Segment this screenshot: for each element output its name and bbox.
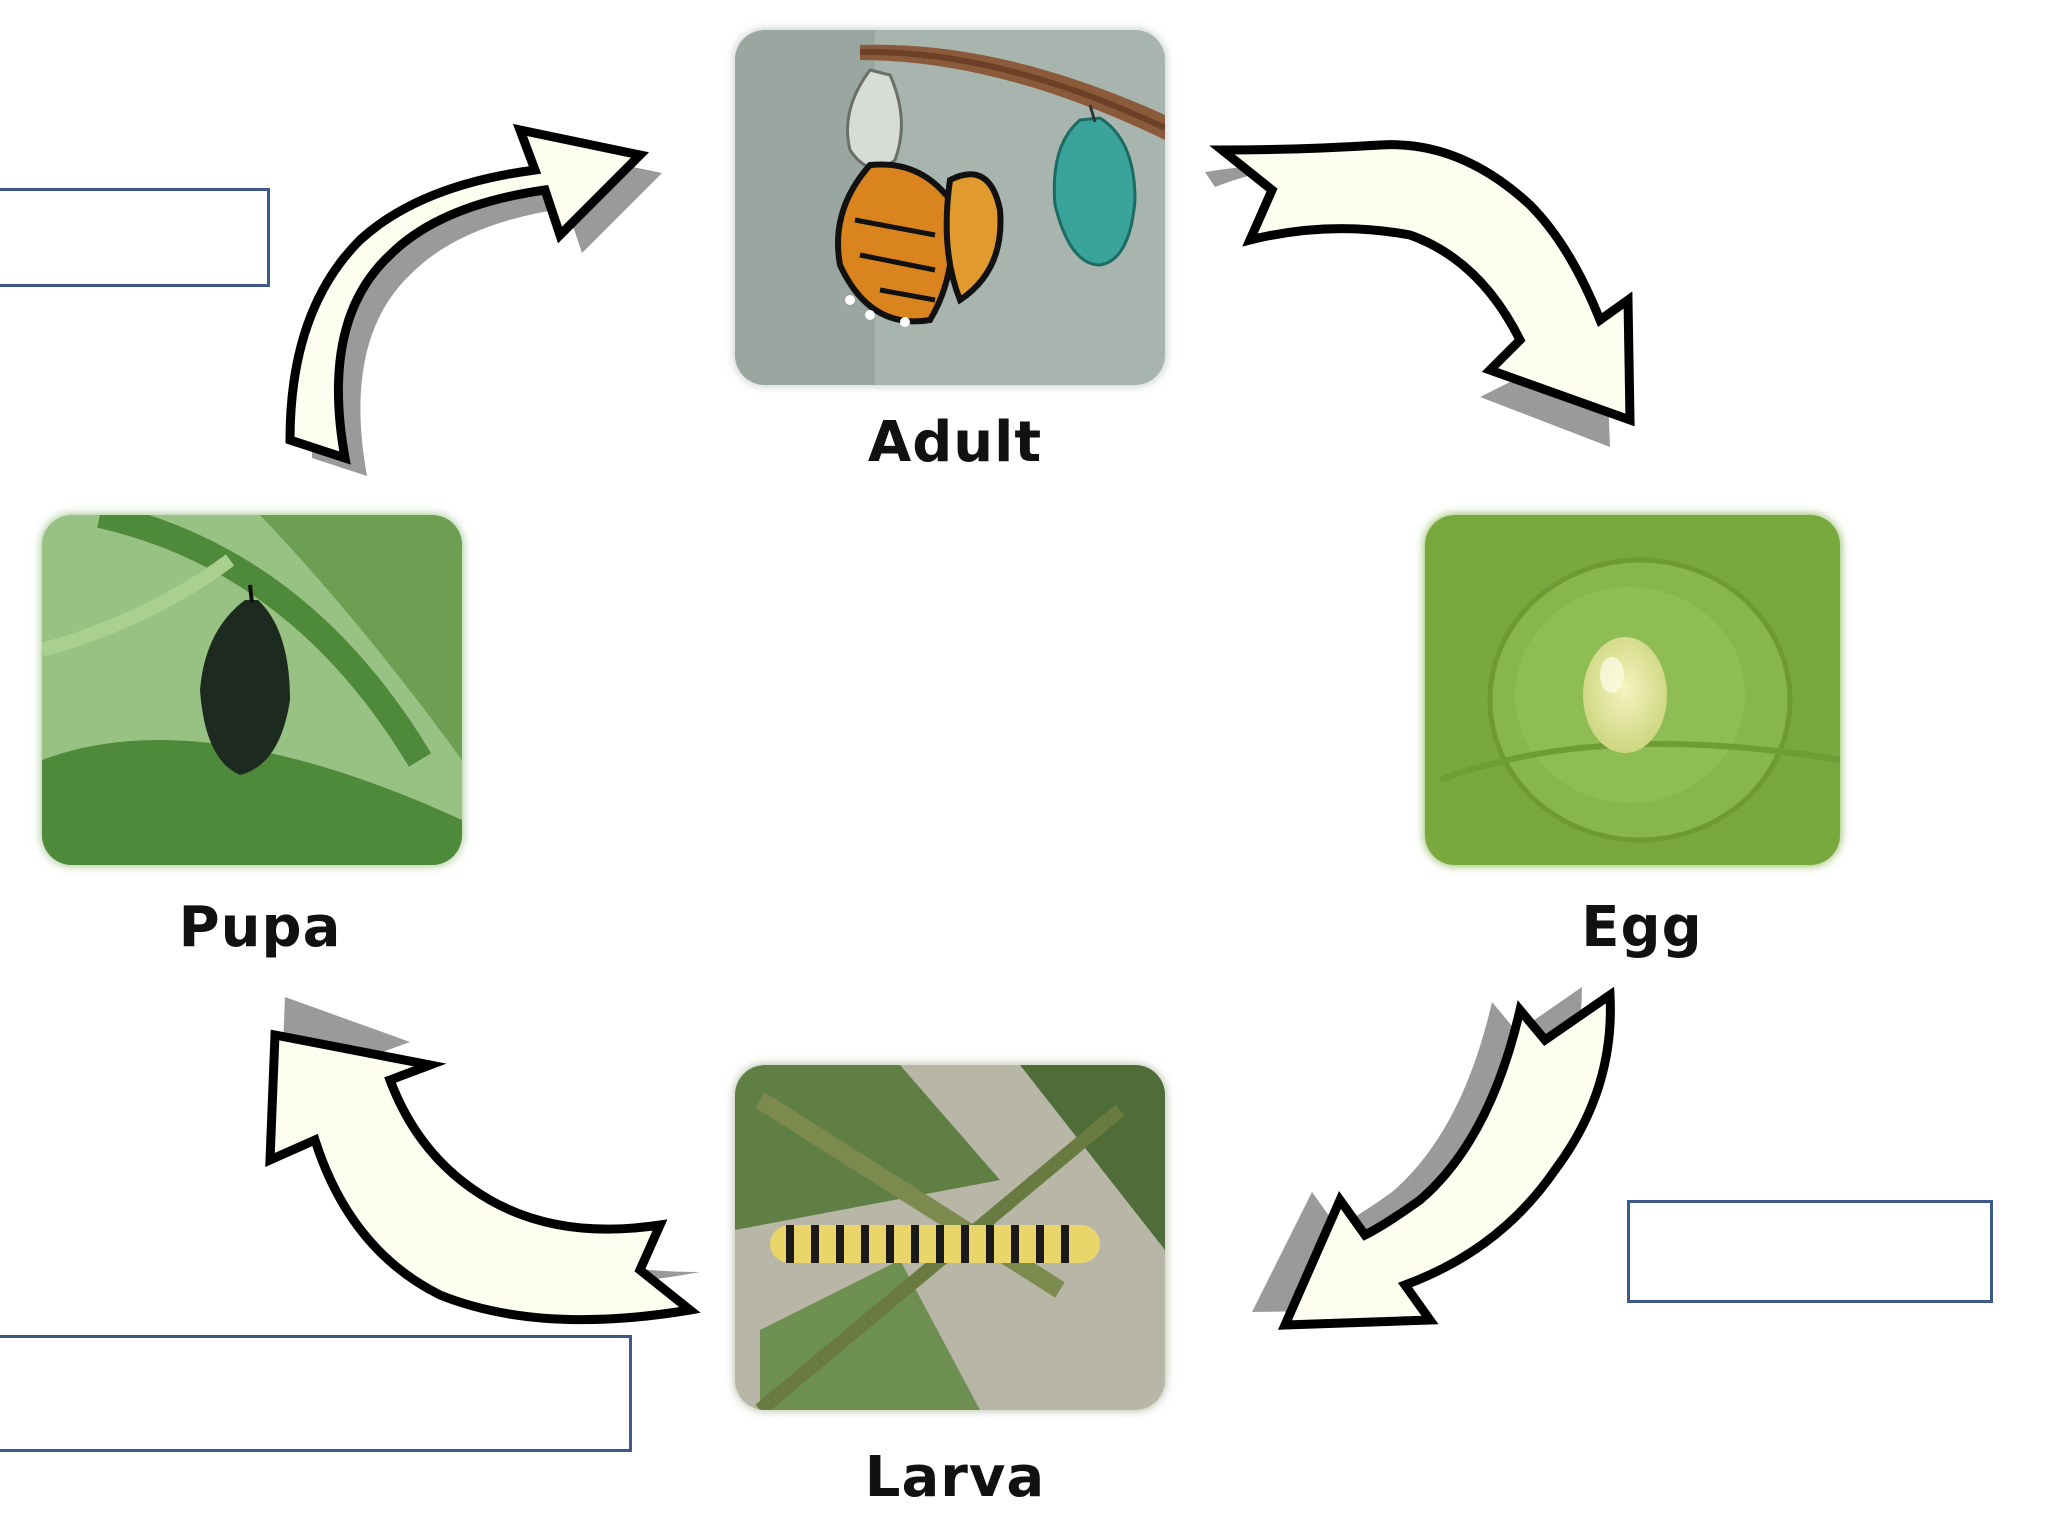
stage-label-pupa: Pupa <box>178 895 342 960</box>
larva-photo <box>735 1065 1165 1410</box>
stage-label-egg: Egg <box>1581 895 1703 960</box>
arrow-pupa-to-adult <box>285 123 662 476</box>
stage-label-larva: Larva <box>864 1445 1046 1510</box>
answer-box-bottom-left[interactable] <box>0 1335 632 1452</box>
stage-label-adult: Adult <box>867 410 1043 475</box>
arrow-larva-to-pupa <box>265 997 701 1325</box>
pupa-photo <box>42 515 462 865</box>
arrow-egg-to-larva <box>1252 986 1615 1330</box>
answer-box-bottom-right[interactable] <box>1627 1200 1993 1303</box>
adult-photo <box>735 30 1165 385</box>
answer-box-top-left[interactable] <box>0 188 270 287</box>
arrow-adult-to-egg <box>1205 140 1635 447</box>
egg-photo <box>1425 515 1840 865</box>
